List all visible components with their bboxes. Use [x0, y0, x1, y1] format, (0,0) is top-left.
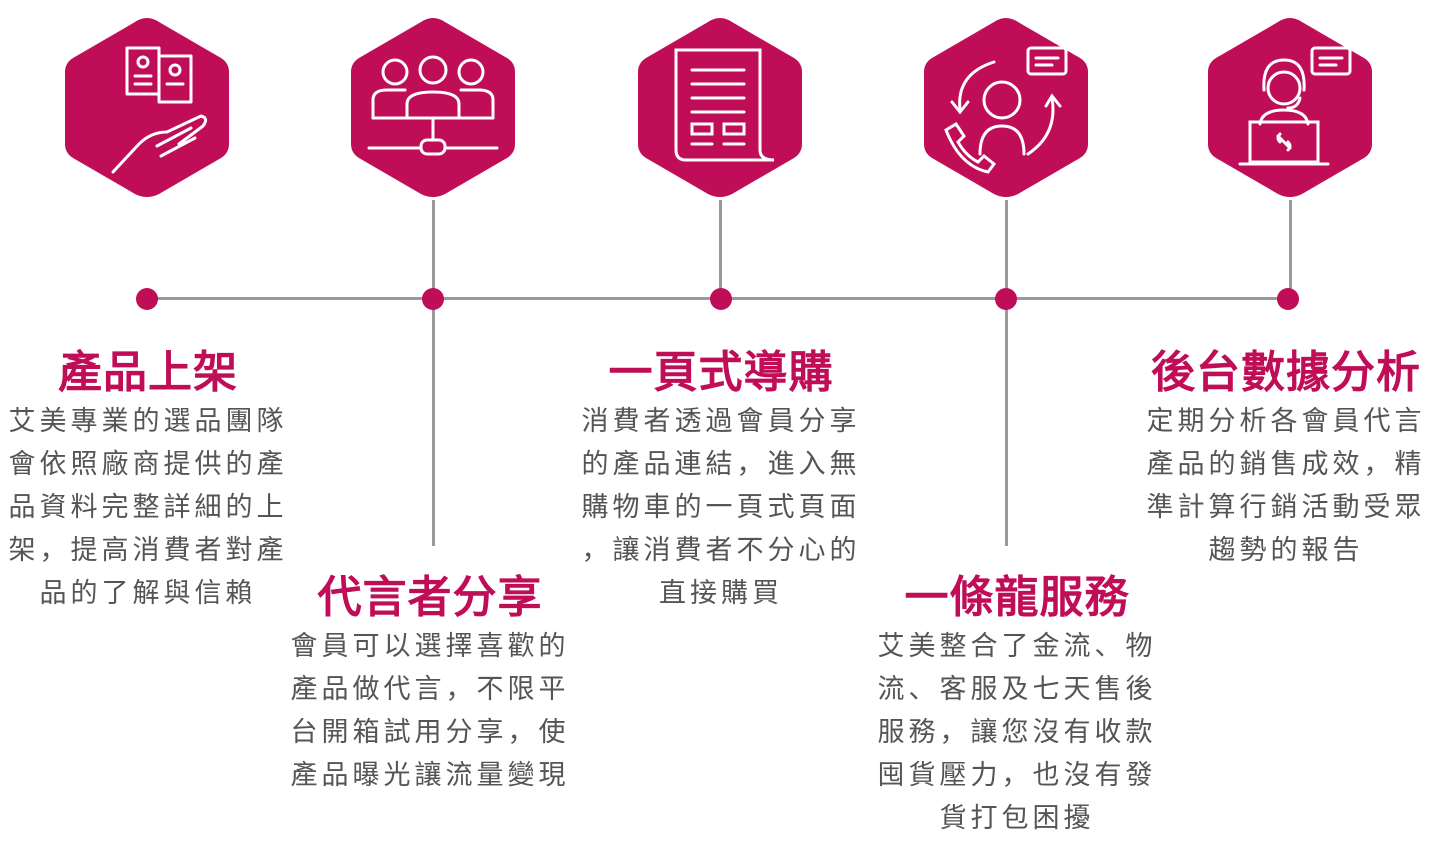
step-line: 會依照廠商提供的產 [8, 449, 288, 480]
step-title: 產品上架 [58, 347, 238, 398]
step-line: 服務，讓您沒有收款 [877, 717, 1157, 748]
step-line: 購物車的一頁式頁面 [581, 492, 861, 523]
step-line: 趨勢的報告 [1208, 535, 1364, 566]
id-card-hand-icon [65, 18, 229, 197]
step-2-block: 代言者分享 會員可以選擇喜歡的 產品做代言，不限平 台開箱試用分享，使 產品曝光… [270, 571, 590, 797]
document-page-icon [638, 18, 802, 197]
step-line: 定期分析各會員代言 [1146, 406, 1426, 437]
step-line: 產品的銷售成效，精 [1146, 449, 1426, 480]
support-agent-laptop-icon [1208, 18, 1372, 197]
step-1-block: 產品上架 艾美專業的選品團隊 會依照廠商提供的產 品資料完整詳細的上 架，提高消… [0, 346, 308, 615]
step-line: 品資料完整詳細的上 [8, 492, 288, 523]
step-3-block: 一頁式導購 消費者透過會員分享 的產品連結，進入無 購物車的一頁式頁面 ，讓消費… [561, 346, 881, 615]
hexagon-step-1 [61, 14, 233, 202]
step-line: 流、客服及七天售後 [877, 674, 1157, 705]
team-network-icon [351, 18, 515, 197]
connector-line-5 [1289, 200, 1292, 300]
step-line: 台開箱試用分享，使 [290, 717, 570, 748]
step-title: 後台數據分析 [1151, 347, 1421, 398]
hexagon-step-5 [1204, 14, 1376, 202]
customer-service-icon [924, 18, 1088, 197]
step-line: ，讓消費者不分心的 [581, 535, 861, 566]
timeline-dot-4 [995, 288, 1017, 310]
step-line: 貨打包困擾 [939, 803, 1095, 834]
step-line: 消費者透過會員分享 [581, 406, 861, 437]
step-line: 囤貨壓力，也沒有發 [877, 760, 1157, 791]
step-line: 產品做代言，不限平 [290, 674, 570, 705]
step-title: 一頁式導購 [608, 347, 834, 398]
timeline-dot-3 [710, 288, 732, 310]
step-line: 準計算行銷活動受眾 [1146, 492, 1426, 523]
step-line: 會員可以選擇喜歡的 [290, 631, 570, 662]
timeline-dot-5 [1277, 288, 1299, 310]
connector-line-2 [432, 200, 435, 546]
step-line: 架，提高消費者對產 [8, 535, 288, 566]
step-4-block: 一條龍服務 艾美整合了金流、物 流、客服及七天售後 服務，讓您沒有收款 囤貨壓力… [857, 571, 1177, 840]
timeline-dot-2 [422, 288, 444, 310]
connector-line-4 [1005, 200, 1008, 546]
timeline-dot-1 [136, 288, 158, 310]
step-line: 艾美專業的選品團隊 [8, 406, 288, 437]
hexagon-step-4 [920, 14, 1092, 202]
step-line: 產品曝光讓流量變現 [290, 760, 570, 791]
step-5-block: 後台數據分析 定期分析各會員代言 產品的銷售成效，精 準計算行銷活動受眾 趨勢的… [1126, 346, 1440, 572]
step-line: 直接購買 [659, 578, 783, 609]
step-title: 代言者分享 [317, 572, 543, 623]
step-line: 品的了解與信賴 [39, 578, 257, 609]
step-line: 艾美整合了金流、物 [877, 631, 1157, 662]
connector-line-3 [719, 200, 722, 300]
step-line: 的產品連結，進入無 [581, 449, 861, 480]
hexagon-step-2 [347, 14, 519, 202]
step-title: 一條龍服務 [904, 572, 1130, 623]
hexagon-step-3 [634, 14, 806, 202]
